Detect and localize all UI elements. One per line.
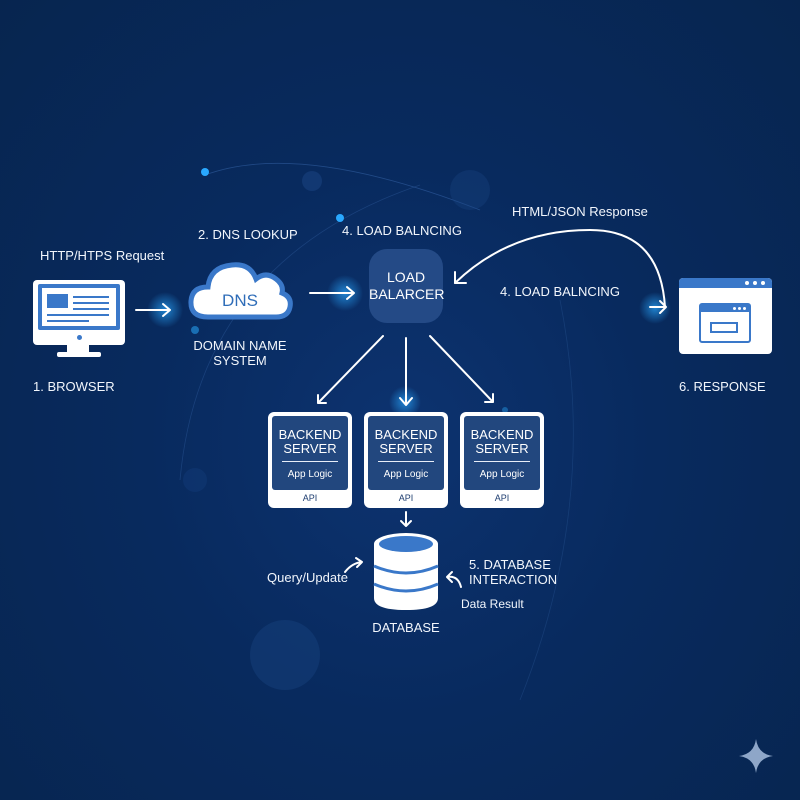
load-balancer-node: LOAD BALARCER xyxy=(369,249,445,323)
server-subtitle: App Logic xyxy=(383,469,429,480)
dns-caption: DOMAIN NAME SYSTEM xyxy=(185,338,295,368)
bokeh-circle xyxy=(302,171,322,191)
server-title-line2: SERVER xyxy=(379,441,433,456)
data-result-label: Data Result xyxy=(461,597,524,611)
http-request-label: HTTP/HTPS Request xyxy=(40,248,165,263)
load-balancer-line2: BALARCER xyxy=(369,286,445,302)
server-api-footer: API xyxy=(398,493,414,503)
server-subtitle: App Logic xyxy=(287,469,333,480)
arrow-data-result xyxy=(446,571,462,588)
load-balancer-line1: LOAD xyxy=(386,269,426,285)
server-title-line2: SERVER xyxy=(283,441,337,456)
database-caption: DATABASE xyxy=(372,620,440,635)
bokeh-circle xyxy=(450,170,490,210)
server-subtitle: App Logic xyxy=(479,469,525,480)
server-title-line1: BACKEND xyxy=(278,427,342,442)
arrow-response-arc xyxy=(454,229,666,308)
server-divider xyxy=(474,461,530,462)
html-json-response-label: HTML/JSON Response xyxy=(512,204,648,219)
sparkle-icon xyxy=(739,739,773,773)
arrow-query-update xyxy=(344,557,363,573)
arrow-lb-to-server-1 xyxy=(317,335,384,404)
step-load-balancing-secondary-label: 4. LOAD BALNCING xyxy=(500,284,620,299)
step-dns-lookup-label: 2. DNS LOOKUP xyxy=(198,227,298,242)
step-database-interaction-label: 5. DATABASE INTERACTION xyxy=(469,557,557,587)
server-api-footer: API xyxy=(302,493,318,503)
arrow-lb-to-server-3 xyxy=(429,335,494,403)
bokeh-circle xyxy=(183,468,207,492)
browser-monitor-icon xyxy=(33,280,125,345)
bokeh-circle xyxy=(250,620,320,690)
step-database-interaction-line2: INTERACTION xyxy=(469,572,558,587)
server-title-line2: SERVER xyxy=(475,441,529,456)
step-response-label: 6. RESPONSE xyxy=(679,379,766,394)
server-divider xyxy=(282,461,338,462)
monitor-stand xyxy=(67,345,89,353)
glow-dot xyxy=(191,326,199,334)
monitor-base xyxy=(57,352,101,357)
step-database-interaction-line1: 5. DATABASE xyxy=(469,557,551,572)
glow-dot xyxy=(336,214,344,222)
arrow-response-arc-head xyxy=(454,271,467,284)
response-window-icon xyxy=(679,278,772,354)
query-update-label: Query/Update xyxy=(267,570,348,585)
server-title-line1: BACKEND xyxy=(374,427,438,442)
arrow-to-response xyxy=(649,300,667,314)
dns-caption-line2: SYSTEM xyxy=(213,353,267,368)
background-arc xyxy=(204,162,481,211)
arrow-lb-to-server-2 xyxy=(399,337,413,406)
arrow-server-to-database xyxy=(400,511,412,527)
database-icon xyxy=(373,533,439,610)
arrow-dns-to-lb xyxy=(309,286,355,300)
dns-cloud-icon: DNS xyxy=(188,262,293,320)
server-title-line1: BACKEND xyxy=(470,427,534,442)
glow-dot xyxy=(201,168,209,176)
dns-icon-text: DNS xyxy=(222,291,258,310)
arrow-browser-to-dns xyxy=(135,303,171,317)
glow-dot xyxy=(502,407,508,413)
background-arc xyxy=(519,299,574,701)
server-divider xyxy=(378,461,434,462)
step-load-balancing-label: 4. LOAD BALNCING xyxy=(342,223,462,238)
step-browser-label: 1. BROWSER xyxy=(33,379,115,394)
server-api-footer: API xyxy=(494,493,510,503)
dns-caption-line1: DOMAIN NAME xyxy=(193,338,287,353)
